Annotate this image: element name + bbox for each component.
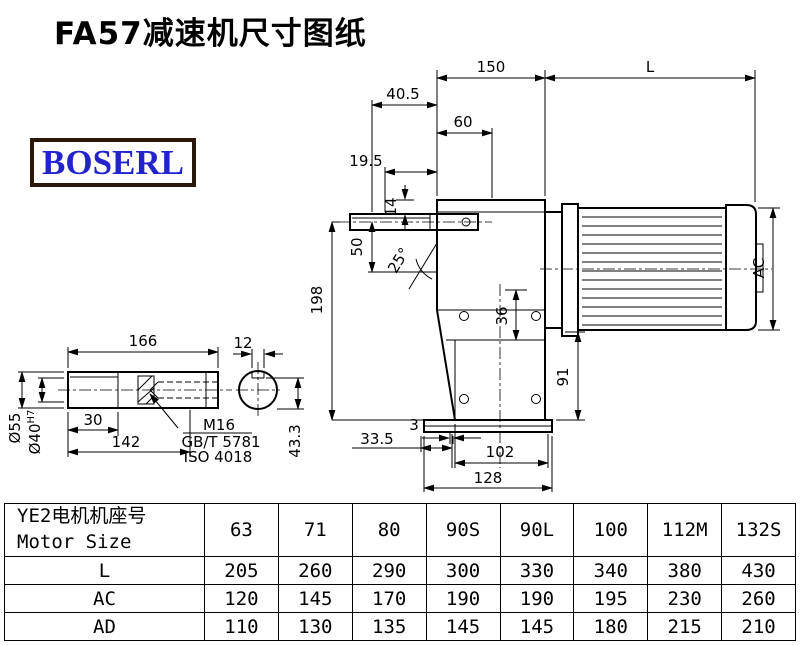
table-row-AC: AC 120 145 170 190 190 195 230 260 [4,584,796,613]
dim-30-label: 30 [83,411,102,429]
dim-ac-label: AC [750,258,768,278]
value-cell: 145 [425,612,501,641]
thread-iso-label: ISO 4018 [184,448,253,466]
dim-19-5-label: 19.5 [349,152,382,170]
value-cell: 190 [425,584,501,613]
value-cell: 230 [647,584,723,613]
main-view-linework [338,199,772,468]
table-row-L: L 205 260 290 300 330 340 380 430 [4,556,796,585]
value-cell: 145 [277,584,353,613]
value-cell: 170 [351,584,427,613]
size-col-header: 63 [204,503,279,557]
dim-14-label: 14 [382,197,400,216]
main-view-dimension-lines [328,70,780,492]
brand-logo-text: BOSERL [42,143,184,182]
dim-12-label: 12 [233,334,252,352]
brand-logo: BOSERL [30,138,196,187]
value-cell: 330 [499,556,575,585]
thread-m16-label: M16 [203,416,235,434]
motor-size-header-en: Motor Size [17,531,132,553]
dim-142-label: 142 [112,433,141,451]
size-col-header: 132S [721,503,796,557]
dim-166-label: 166 [129,332,158,350]
row-label: AD [4,612,205,641]
shaft-detail-linework [58,362,280,418]
dim-102-label: 102 [486,443,515,461]
dim-l-label: L [646,58,655,76]
dim-50-label: 50 [348,237,366,256]
dim-150-label: 150 [477,58,506,76]
value-cell: 110 [204,612,279,641]
dim-3-label: 3 [409,416,419,434]
value-cell: 205 [204,556,279,585]
dim-91-label: 91 [554,367,572,386]
dim-dia55-label: Ø55 [6,413,24,444]
dim-198-label: 198 [308,286,326,315]
dim-60-label: 60 [453,113,472,131]
dim-36-label: 36 [493,306,511,325]
value-cell: 430 [721,556,796,585]
dim-128-label: 128 [474,469,503,487]
table-header-row: YE2电机机座号 Motor Size 63 71 80 90S 90L 100… [4,503,796,557]
value-cell: 120 [204,584,279,613]
motor-size-header-cn: YE2电机机座号 [17,505,147,528]
dim-40-5-label: 40.5 [386,85,419,103]
row-label: AC [4,584,205,613]
value-cell: 300 [425,556,501,585]
value-cell: 260 [721,584,796,613]
row-label: L [4,556,205,585]
value-cell: 260 [277,556,353,585]
motor-size-header: YE2电机机座号 Motor Size [4,503,205,557]
dim-43-3-label: 43.3 [286,424,304,457]
value-cell: 135 [351,612,427,641]
page-title: FA57减速机尺寸图纸 [54,16,367,52]
size-col-header: 90L [499,503,575,557]
value-cell: 290 [351,556,427,585]
dim-dia40-label: Ø40H7 [26,410,44,455]
size-col-header: 100 [573,503,649,557]
value-cell: 210 [721,612,796,641]
size-col-header: 71 [277,503,353,557]
table-row-AD: AD 110 130 135 145 145 180 215 210 [4,612,796,641]
value-cell: 130 [277,612,353,641]
thread-gb-label: GB/T 5781 [181,433,260,451]
spec-table: YE2电机机座号 Motor Size 63 71 80 90S 90L 100… [4,503,796,641]
dim-33-5-label: 33.5 [360,430,393,448]
value-cell: 145 [499,612,575,641]
value-cell: 340 [573,556,649,585]
value-cell: 180 [573,612,649,641]
size-col-header: 90S [425,503,501,557]
size-col-header: 80 [351,503,427,557]
shaft-detail-dimension-lines [18,347,304,457]
value-cell: 195 [573,584,649,613]
value-cell: 190 [499,584,575,613]
size-col-header: 112M [647,503,723,557]
dimension-drawing: 150 L 40.5 60 19.5 14 50 25° 198 36 AC 9… [6,58,780,492]
value-cell: 215 [647,612,723,641]
value-cell: 380 [647,556,723,585]
